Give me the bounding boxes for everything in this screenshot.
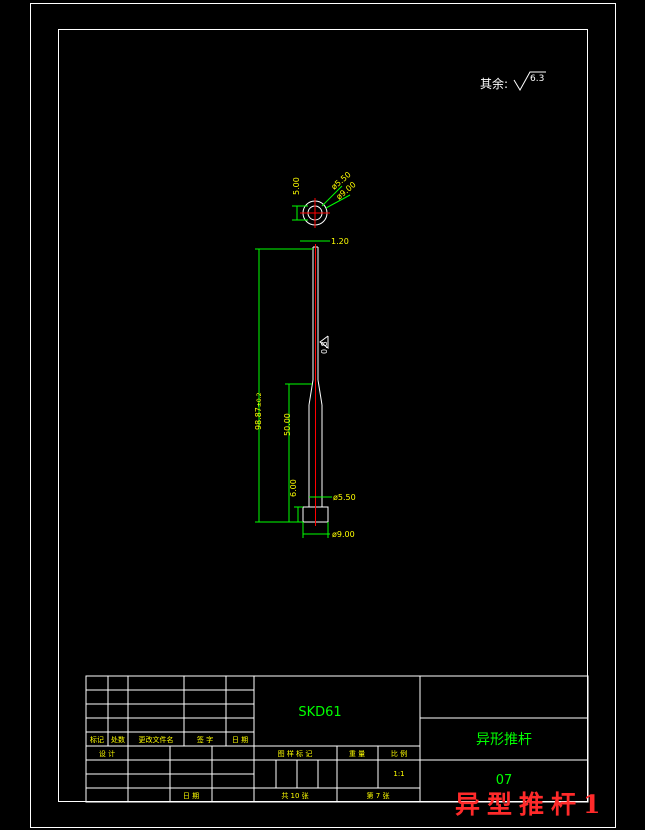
dim-shank-diameter: ø5.50 — [333, 493, 356, 502]
roughness-value: 6.3 — [530, 74, 544, 84]
material-text: SKD61 — [298, 705, 341, 720]
dim-top-height: 5.00 — [292, 177, 301, 195]
dim-total-length: 98.87±0.2 — [254, 392, 263, 430]
rev-label-count: 处数 — [111, 735, 125, 744]
leader-d1 — [321, 185, 343, 207]
rev-label-mark: 标记 — [90, 735, 104, 744]
roughness-symbol-icon — [513, 71, 546, 91]
watermark: 异型推杆1 — [455, 790, 608, 819]
side-view: 98.87±0.2 50.00 6.00 1.20 0.8 ø5.50 ø9.0… — [254, 237, 356, 539]
scale-value: 1:1 — [393, 770, 404, 778]
rev-label-sign: 签 字 — [197, 735, 213, 744]
tip-roughness-icon — [319, 335, 329, 349]
stage-label: 图 样 标 记 — [278, 749, 313, 758]
total-sheets: 共 10 张 — [281, 791, 308, 800]
dim-shank-length: 50.00 — [283, 413, 292, 436]
dim-head-height: 6.00 — [289, 479, 298, 497]
rev-label-date: 日 期 — [232, 736, 248, 744]
weight-label: 重 量 — [349, 750, 365, 758]
taper-left — [308, 379, 314, 406]
dim-tip-width: 1.20 — [331, 237, 349, 246]
sheet-number: 第 7 张 — [367, 791, 390, 800]
top-view: 5.00 ø5.50 ø9.00 — [292, 170, 358, 228]
scale-label: 比 例 — [391, 749, 407, 758]
drawing-number-text: 07 — [496, 773, 513, 788]
title-block-text: SKD61 异形推杆 07 标记 处数 更改文件名 签 字 日 期 设 计 日 … — [90, 705, 532, 800]
taper-right — [317, 379, 323, 406]
rev-label-file: 更改文件名 — [139, 735, 174, 744]
roughness-note: 其余: 6.3 — [480, 71, 546, 91]
leader-d2 — [325, 194, 351, 209]
dim-head-diameter: ø9.00 — [332, 530, 355, 539]
design-label: 设 计 — [99, 749, 115, 758]
date-label: 日 期 — [183, 792, 199, 800]
outer-frame — [30, 3, 616, 828]
tip-roughness-value: 0.8 — [320, 341, 329, 354]
roughness-label: 其余: — [480, 76, 508, 91]
part-name-text: 异形推杆 — [476, 732, 532, 748]
title-block — [85, 675, 589, 803]
